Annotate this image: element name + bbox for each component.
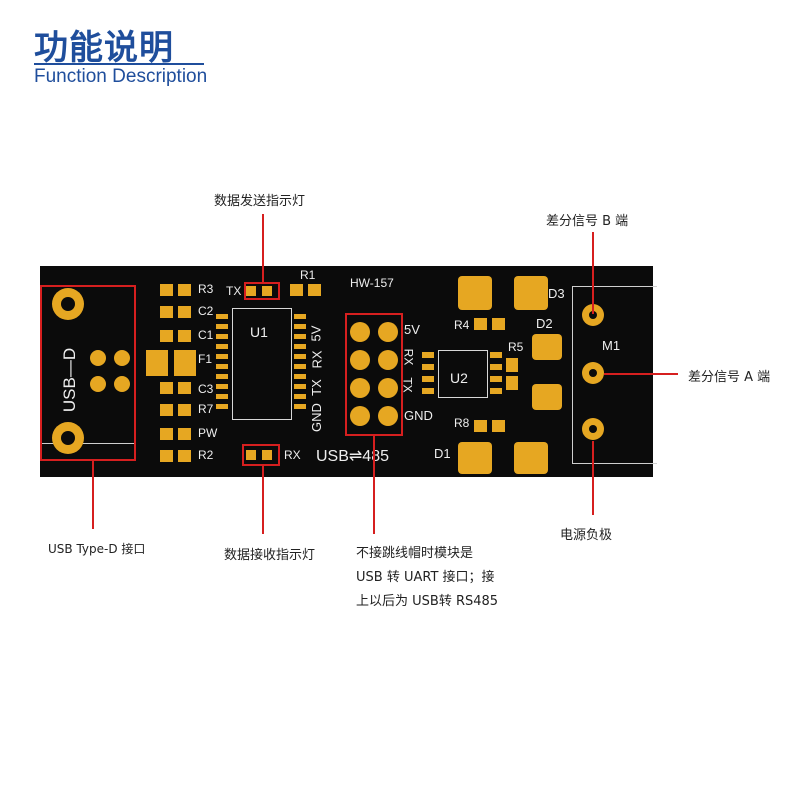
pcb-board: USB—D R3 C2 C1 F1 C3 R7 PW R2 U1 TX R1 (40, 266, 657, 477)
usb-port-highlight (40, 285, 136, 461)
title-divider (34, 63, 204, 65)
m1-label: M1 (602, 338, 621, 353)
page-title: 功能说明 (34, 28, 174, 68)
rx-led-annotation: 数据接收指示灯 (224, 548, 316, 563)
terminal-block-outline (572, 286, 657, 464)
tx-led-highlight (244, 282, 280, 300)
usb-port-annotation: USB Type-D 接口 (48, 542, 146, 556)
rx-led-highlight (242, 444, 280, 466)
model-label: HW-157 (350, 276, 394, 290)
u1-label: U1 (250, 324, 268, 340)
jumper-annotation-line1: 不接跳线帽时模块是 (356, 546, 474, 561)
jumper-annotation-line3: 上以后为 USB转 RS485 (356, 594, 499, 609)
diff-b-annotation: 差分信号 B 端 (546, 214, 629, 229)
diff-a-annotation: 差分信号 A 端 (688, 370, 771, 385)
u2-label: U2 (450, 370, 468, 386)
power-neg-annotation: 电源负极 (560, 528, 613, 543)
page-subtitle: Function Description (34, 66, 208, 87)
tx-led-annotation: 数据发送指示灯 (214, 194, 306, 209)
jumper-header-highlight (345, 313, 403, 436)
usb485-label: USB⇌485 (316, 448, 389, 465)
jumper-annotation-line2: USB 转 UART 接口；接 (356, 570, 495, 585)
u1-chip-outline (232, 308, 292, 420)
